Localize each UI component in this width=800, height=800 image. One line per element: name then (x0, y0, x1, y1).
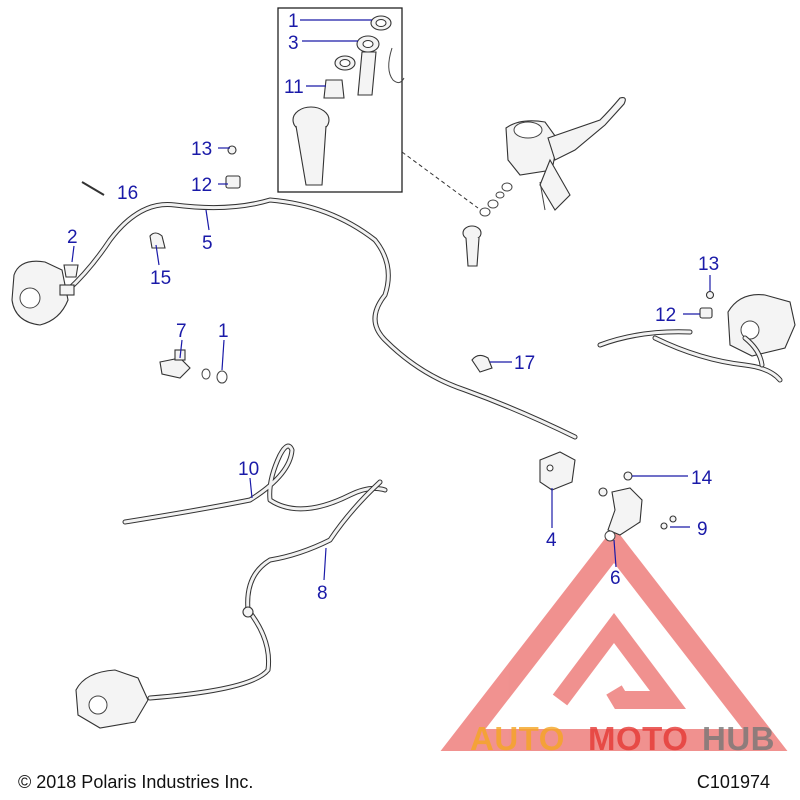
hose-end-fitting (462, 225, 482, 267)
master-cylinder-assembly (479, 97, 626, 217)
callout-1-top: 1 (288, 11, 299, 32)
rear-left-caliper (75, 669, 149, 729)
callout-10: 10 (238, 459, 259, 480)
hose-10 (122, 443, 388, 525)
callout-13-top: 13 (191, 139, 212, 160)
clip-part-12 (225, 175, 241, 189)
clip-part (81, 181, 105, 196)
callout-11: 11 (284, 77, 304, 98)
bracket-part-6 (607, 487, 643, 536)
callout-5: 5 (202, 233, 213, 254)
clamp-part-15 (149, 232, 166, 249)
callout-4: 4 (546, 530, 557, 551)
callout-16: 16 (117, 183, 138, 204)
callout-3: 3 (288, 33, 299, 54)
watermark-brand-auto: AUTO (470, 720, 565, 757)
callout-2: 2 (67, 227, 78, 248)
callout-15: 15 (150, 268, 171, 289)
diagram-id: C101974 (696, 772, 770, 792)
callout-13-right: 13 (698, 254, 719, 275)
front-left-caliper (11, 260, 75, 326)
bolt-part-14 (623, 471, 633, 481)
callout-17: 17 (514, 353, 535, 374)
banjo-bolt-part (323, 79, 345, 99)
fitting-detail-inset (277, 7, 405, 193)
callout-12-top: 12 (191, 175, 212, 196)
bolt-part-9 (660, 522, 668, 530)
callout-14: 14 (691, 468, 713, 489)
callout-8: 8 (317, 583, 328, 604)
automotohub-watermark (440, 527, 788, 751)
bleeder-bolt-part (63, 264, 79, 278)
callout-1-mid: 1 (218, 321, 229, 342)
watermark-brand-moto: MOTO (588, 720, 688, 757)
clip-part-17 (471, 354, 493, 373)
watermark-brand-hub: HUB (702, 720, 775, 757)
junction-block-part-4 (539, 451, 576, 491)
callout-leaders (71, 19, 711, 581)
callout-7: 7 (176, 321, 187, 342)
inset-connector-dashed-line (401, 151, 479, 209)
callout-6: 6 (610, 568, 621, 589)
fitting-part-7 (159, 349, 191, 379)
screw-part-13 (227, 145, 237, 155)
clip-part-12-right (699, 307, 713, 319)
right-caliper-assembly (727, 294, 796, 357)
washer-part-mid (201, 368, 211, 380)
copyright-text: © 2018 Polaris Industries Inc. (18, 772, 254, 792)
screw-part-13-right (705, 290, 715, 300)
callout-9: 9 (697, 519, 708, 540)
callout-12-right: 12 (655, 305, 676, 326)
